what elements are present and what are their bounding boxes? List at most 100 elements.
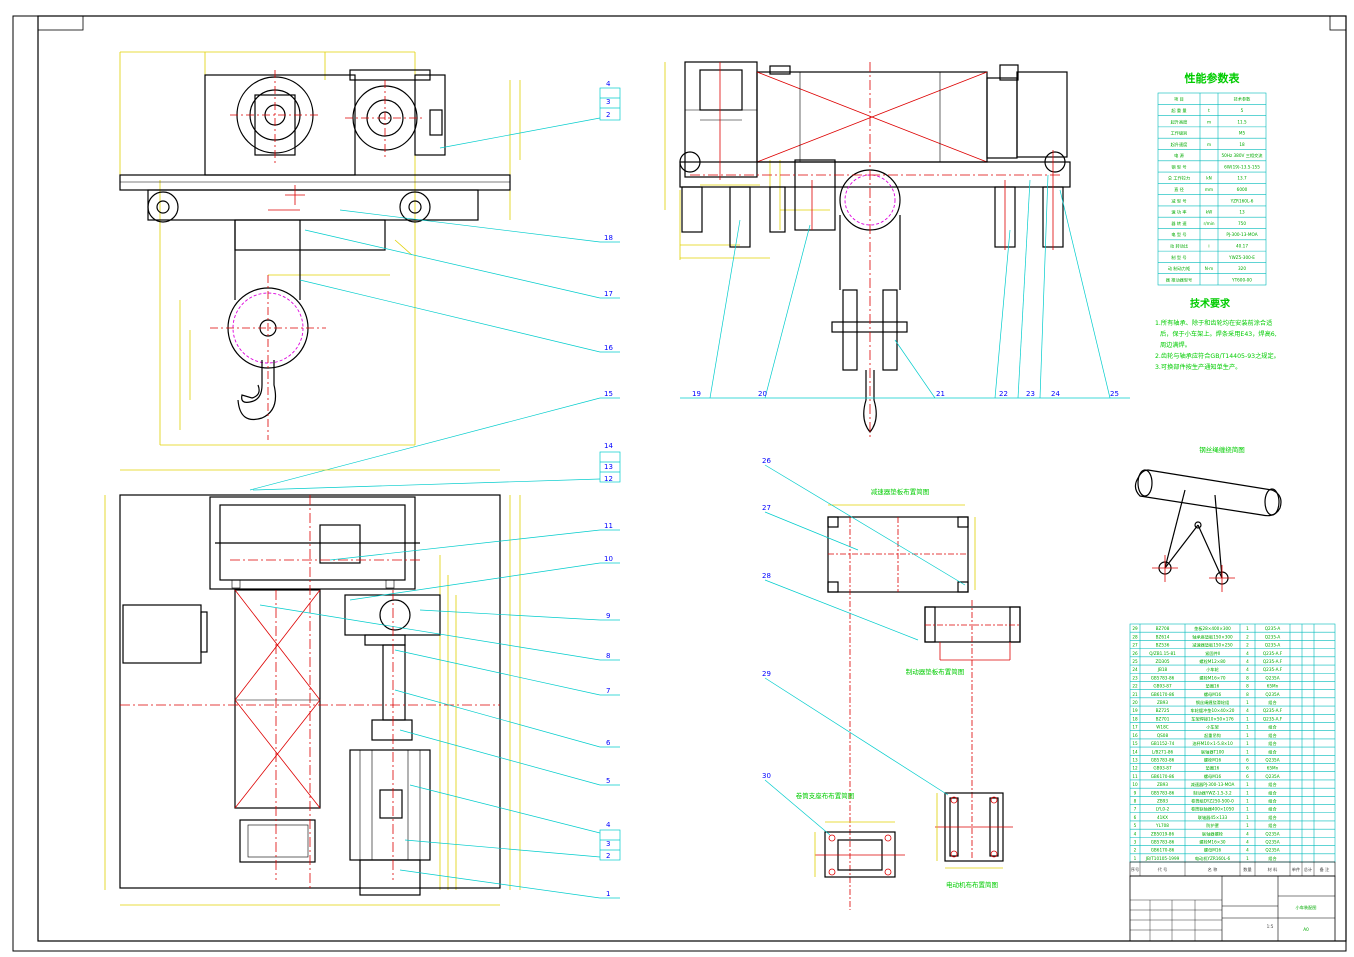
left-callouts: 4 3 2 18 17 16 15 14 13 12 11 10 9 8 7 6…: [599, 80, 621, 899]
bom-cell: 1: [1246, 626, 1249, 631]
callout-3b: 3: [606, 840, 610, 848]
bom-cell: GB5783-86: [1151, 840, 1175, 845]
callout-3a: 3: [606, 98, 610, 106]
bom-cell: 轴承座垫板150×300: [1192, 633, 1233, 640]
bom-cell: 组合: [1268, 855, 1277, 862]
bom-cell: 螺栓M16×30: [1199, 839, 1225, 846]
perf-cell: kW: [1206, 210, 1213, 215]
bom-cell: 24: [1132, 667, 1138, 672]
bom-cell: 15: [1132, 741, 1138, 746]
bom-cell: 9: [1134, 790, 1137, 795]
bom-cell: JB/T10105-1999: [1145, 856, 1180, 861]
bom-cell: 65Mn: [1267, 766, 1279, 771]
callout-27: 27: [762, 504, 771, 512]
perf-cell: YZR160L-6: [1230, 198, 1254, 203]
perf-cell: r/min: [1203, 221, 1214, 226]
bom-cell: 联轴器45×133: [1198, 814, 1228, 821]
bom-cell: 23: [1132, 675, 1138, 680]
top-view-leaders: [252, 478, 601, 899]
perf-cell: i: [1208, 244, 1209, 249]
callout-16: 16: [604, 344, 613, 352]
bom-cell: 车轮缓冲垫10×40×20: [1191, 707, 1235, 714]
bom-cell: 组合: [1268, 781, 1277, 788]
bom-cell: 1: [1246, 815, 1249, 820]
bom-header-cell: 序号: [1131, 866, 1139, 873]
bom-header-cell: 总计: [1304, 866, 1312, 873]
side-view-trolley: [664, 61, 1071, 440]
bom-cell: BZ708: [1156, 626, 1170, 631]
perf-cell: kN: [1206, 176, 1212, 181]
bom-cell: Q235A: [1265, 831, 1279, 836]
bom-cell: 1: [1246, 799, 1249, 804]
perf-cell: N·m: [1205, 266, 1214, 271]
bom-cell: 卷筒联轴器400×1050: [1191, 806, 1234, 813]
bom-cell: 12: [1132, 766, 1138, 771]
bom-header-cell: 备 注: [1320, 866, 1331, 873]
bom-cell: YL708: [1155, 823, 1169, 828]
perf-cell: 11.5: [1237, 119, 1247, 124]
perf-cell: 6W(19)-13.5-155: [1224, 164, 1260, 169]
perf-cell: t: [1208, 108, 1210, 113]
perf-cell: 工作级别: [1171, 130, 1188, 137]
bom-cell: 29: [1132, 626, 1138, 631]
bom-cell: 1: [1246, 856, 1249, 861]
bom-cell: 4: [1134, 831, 1137, 836]
bom-cell: 螺母M16: [1204, 847, 1222, 854]
bom-cell: 联轴器螺栓: [1202, 830, 1224, 837]
perf-cell: 320: [1238, 266, 1246, 271]
bom-cell: 4: [1246, 848, 1249, 853]
bom-cell: 组合: [1268, 798, 1277, 805]
front-view-leaders: [249, 117, 601, 491]
bom-cell: 防护罩: [1206, 822, 1219, 829]
tech-line-3: 周边满焊。: [1160, 341, 1191, 349]
bom-cell: 4: [1246, 659, 1249, 664]
sheet-frame: [12, 15, 1347, 952]
bom-cell: 制动器YWZ-1.5-3.2: [1193, 789, 1232, 796]
bom-cell: 组合: [1268, 699, 1277, 706]
perf-cell: YT600-00: [1231, 277, 1252, 282]
bom-cell: 车架焊接10×50×176: [1191, 715, 1234, 722]
perf-cell: 钢 型 号: [1171, 163, 1186, 170]
perf-cell: 器 推动器型号: [1166, 276, 1192, 283]
bom-cell: 小车轮: [1206, 666, 1219, 673]
bom-cell: GB5783-86: [1151, 675, 1175, 680]
callout-19: 19: [692, 390, 701, 398]
bom-cell: 小车架: [1206, 724, 1219, 731]
bom-cell: 8: [1134, 799, 1137, 804]
bom-cell: QS08: [1157, 733, 1169, 738]
bom-cell: Q235-A: [1265, 634, 1281, 639]
callout-7: 7: [606, 687, 610, 695]
reducer-pad-title: 减速器垫板布置简图: [871, 487, 930, 496]
bom-cell: Q235-A: [1265, 626, 1281, 631]
perf-cell: 起 重 量: [1171, 107, 1186, 114]
bom-cell: BZ536: [1156, 643, 1170, 648]
perf-cell: 起升速度: [1171, 141, 1189, 148]
bom-cell: 65Mn: [1267, 684, 1279, 689]
bom-cell: Q/ZB1.15-81: [1149, 651, 1176, 656]
perf-cell: YWZ5-300-E: [1228, 255, 1255, 260]
tech-line-2: 后，保于小车架上。焊条采用E43，焊高6,: [1160, 330, 1277, 338]
bom-cell: 4: [1246, 708, 1249, 713]
perf-cell: 器 转 速: [1171, 220, 1187, 227]
rope-winding-diagram: 钢丝绳缠绕简图: [1134, 445, 1282, 592]
callout-2b: 2: [606, 852, 610, 860]
technical-requirements: 技术要求 1.所有轴承、除于和齿轮均在安装前涂合适 后，保于小车架上。焊条采用E…: [1155, 297, 1280, 371]
bom-cell: 3: [1134, 840, 1137, 845]
bom-cell: 28: [1132, 634, 1138, 639]
bom-cell: GB6170-86: [1151, 774, 1175, 779]
bom-cell: 4: [1246, 831, 1249, 836]
callout-24: 24: [1051, 390, 1060, 398]
bom-cell: 2: [1246, 643, 1249, 648]
perf-cell: M5: [1239, 131, 1246, 136]
bom-cell: 组合: [1268, 822, 1277, 829]
callout-1: 1: [606, 890, 610, 898]
bom-cell: 10: [1132, 782, 1138, 787]
bom-cell: 6: [1246, 774, 1249, 779]
callout-20: 20: [758, 390, 767, 398]
callout-15: 15: [604, 390, 613, 398]
bom-cell: 紧固件Ⅱ: [1205, 650, 1220, 657]
perf-cell: 项 目: [1174, 97, 1184, 103]
bom-cell: 41KX: [1157, 815, 1168, 820]
